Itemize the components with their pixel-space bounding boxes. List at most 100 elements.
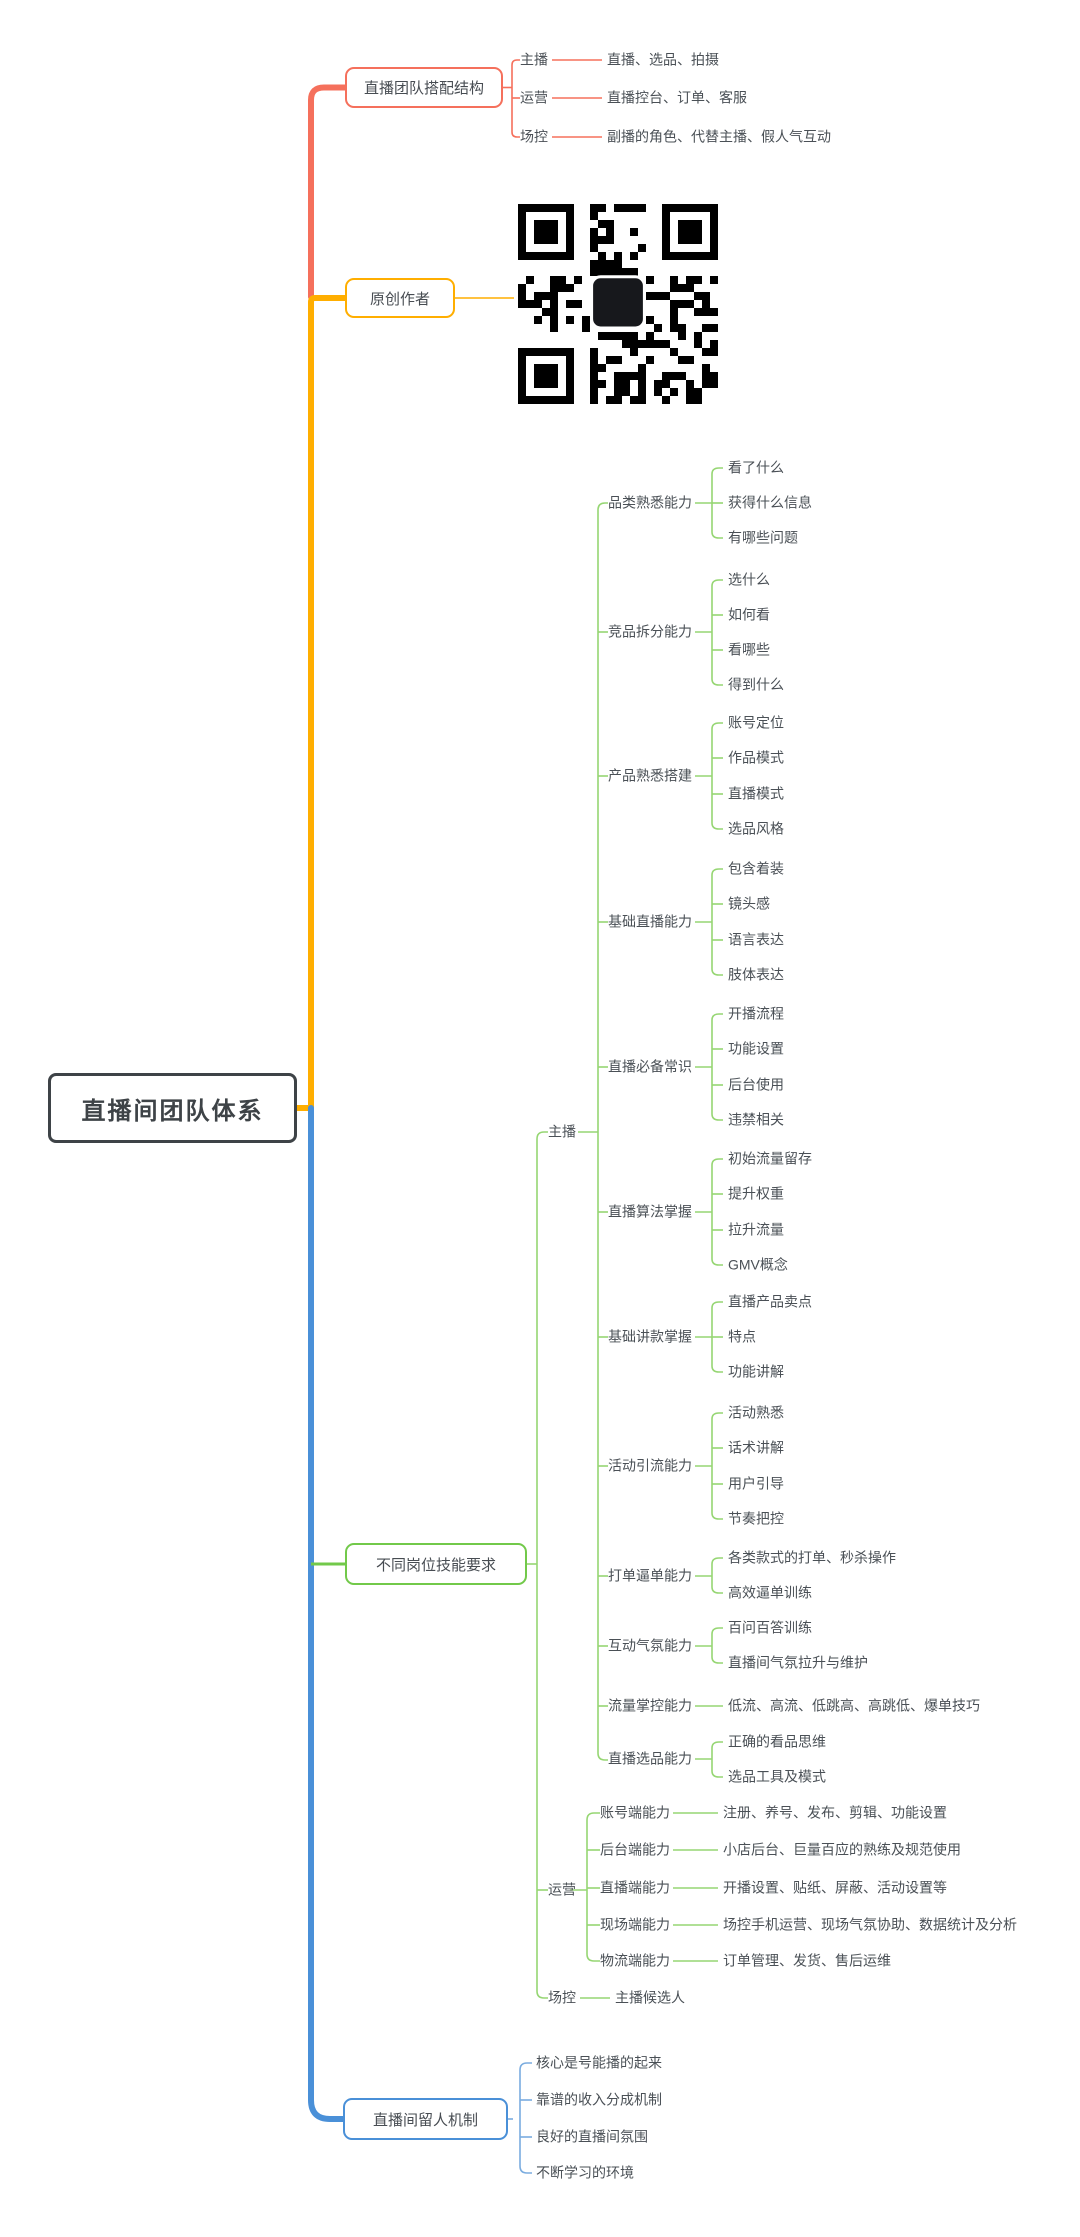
ability-node[interactable]: 后台端能力	[600, 1841, 670, 1858]
leaf-node[interactable]: 直播模式	[728, 785, 784, 802]
leaf-node[interactable]: 正确的看品思维	[728, 1733, 826, 1750]
leaf-node[interactable]: 选品风格	[728, 820, 784, 837]
team-role-node[interactable]: 主播	[520, 51, 548, 68]
leaf-node[interactable]: 账号定位	[728, 714, 784, 731]
team-desc-leaf[interactable]: 直播控台、订单、客服	[607, 89, 747, 106]
leaf-node[interactable]: 话术讲解	[728, 1439, 784, 1456]
leaf-node[interactable]: 违禁相关	[728, 1111, 784, 1128]
author-label: 原创作者	[369, 290, 430, 308]
leaf-node[interactable]: 用户引导	[728, 1475, 784, 1492]
leaf-node[interactable]: 功能讲解	[728, 1363, 784, 1380]
team-role-node[interactable]: 运营	[520, 89, 548, 106]
root-label: 直播间团队体系	[81, 1097, 264, 1125]
generated-connector-lines	[673, 467, 723, 1962]
team-role-node[interactable]: 场控	[520, 128, 548, 145]
ability-node[interactable]: 基础讲款掌握	[608, 1328, 692, 1345]
leaf-node[interactable]: 有哪些问题	[728, 529, 798, 546]
author-node[interactable]: 原创作者	[345, 278, 455, 318]
leaf-node[interactable]: 各类款式的打单、秒杀操作	[728, 1549, 896, 1566]
leaf-node[interactable]: 百问百答训练	[728, 1619, 812, 1636]
leaf-node[interactable]: 语言表达	[728, 931, 784, 948]
leaf-node[interactable]: 肢体表达	[728, 966, 784, 983]
skills-branch-lines	[527, 502, 610, 1999]
ability-node[interactable]: 账号端能力	[600, 1804, 670, 1821]
leaf-node[interactable]: 如何看	[728, 606, 770, 623]
leaf-node[interactable]: 靠谱的收入分成机制	[536, 2091, 662, 2108]
ability-node[interactable]: 产品熟悉搭建	[608, 767, 692, 784]
leaf-node[interactable]: 得到什么	[728, 676, 784, 693]
team-structure-label: 直播团队搭配结构	[363, 80, 484, 97]
root-node[interactable]: 直播间团队体系	[48, 1073, 297, 1143]
ability-node[interactable]: 直播端能力	[600, 1879, 670, 1896]
leaf-node[interactable]: 直播产品卖点	[728, 1293, 812, 1310]
leaf-node[interactable]: 特点	[728, 1328, 756, 1345]
operation-role-node[interactable]: 运营	[548, 1881, 576, 1898]
leaf-node[interactable]: GMV概念	[728, 1256, 788, 1273]
leaf-node[interactable]: 开播流程	[728, 1005, 784, 1022]
retention-branch-lines	[508, 2062, 532, 2174]
ability-node[interactable]: 品类熟悉能力	[608, 494, 692, 511]
connector	[711, 1013, 723, 1121]
leaf-node[interactable]: 选品工具及模式	[728, 1768, 826, 1785]
ability-node[interactable]: 直播选品能力	[608, 1750, 692, 1767]
skills-node[interactable]: 不同岗位技能要求	[345, 1543, 527, 1585]
connector	[711, 1158, 723, 1266]
ability-node[interactable]: 流量掌控能力	[608, 1697, 692, 1714]
leaf-node[interactable]: 直播间气氛拉升与维护	[728, 1654, 868, 1671]
ability-node[interactable]: 打单逼单能力	[608, 1567, 692, 1584]
leaf-node[interactable]: 核心是号能播的起来	[536, 2054, 662, 2071]
ability-node[interactable]: 基础直播能力	[608, 913, 692, 930]
leaf-node[interactable]: 初始流量留存	[728, 1150, 812, 1167]
leaf-node[interactable]: 开播设置、贴纸、屏蔽、活动设置等	[723, 1879, 947, 1896]
leaf-node[interactable]: 良好的直播间氛围	[536, 2128, 648, 2145]
ability-node[interactable]: 竞品拆分能力	[608, 623, 692, 640]
stage-control-role-node[interactable]: 场控	[548, 1989, 576, 2006]
leaf-node[interactable]: 选什么	[728, 571, 770, 588]
connector	[711, 1412, 723, 1520]
leaf-node[interactable]: 提升权重	[728, 1185, 784, 1202]
ability-node[interactable]: 直播必备常识	[608, 1058, 692, 1075]
connector	[711, 579, 723, 686]
leaf-node[interactable]: 获得什么信息	[728, 494, 812, 511]
leaf-node[interactable]: 订单管理、发货、售后运维	[723, 1952, 891, 1969]
leaf-node[interactable]: 小店后台、巨量百应的熟练及规范使用	[723, 1841, 961, 1858]
leaf-node[interactable]: 后台使用	[728, 1076, 784, 1093]
ability-node[interactable]: 物流端能力	[600, 1952, 670, 1969]
team-desc-leaf[interactable]: 直播、选品、拍摄	[607, 51, 719, 68]
trunk-blue	[308, 1105, 347, 2122]
team-branch-lines	[503, 59, 602, 138]
leaf-node[interactable]: 看哪些	[728, 641, 770, 658]
leaf-node[interactable]: 作品模式	[728, 749, 784, 766]
leaf-node[interactable]: 拉升流量	[728, 1221, 784, 1238]
team-structure-node[interactable]: 直播团队搭配结构	[345, 67, 503, 108]
leaf-node[interactable]: 节奏把控	[728, 1510, 784, 1527]
skills-label: 不同岗位技能要求	[375, 1556, 496, 1574]
leaf-node[interactable]: 包含着装	[728, 860, 784, 877]
ability-node[interactable]: 互动气氛能力	[608, 1637, 692, 1654]
ability-node[interactable]: 现场端能力	[600, 1916, 670, 1933]
leaf-node[interactable]: 活动熟悉	[728, 1404, 784, 1421]
trunk-red	[308, 84, 348, 300]
connector	[711, 722, 723, 830]
leaf-node[interactable]: 功能设置	[728, 1040, 784, 1057]
connector	[711, 868, 723, 976]
trunk-orange	[294, 295, 348, 1111]
retention-node[interactable]: 直播间留人机制	[343, 2098, 508, 2140]
ability-node[interactable]: 活动引流能力	[608, 1457, 692, 1474]
leaf-node[interactable]: 注册、养号、发布、剪辑、功能设置	[723, 1804, 947, 1821]
leaf-node[interactable]: 不断学习的环境	[536, 2164, 634, 2181]
leaf-node[interactable]: 场控手机运营、现场气氛协助、数据统计及分析	[723, 1916, 1017, 1933]
leaf-node[interactable]: 看了什么	[728, 459, 784, 476]
team-desc-leaf[interactable]: 副播的角色、代替主播、假人气互动	[607, 128, 831, 145]
leaf-node[interactable]: 镜头感	[728, 895, 770, 912]
leaf-node[interactable]: 高效逼单训练	[728, 1584, 812, 1601]
connector	[711, 1627, 723, 1664]
anchor-role-node[interactable]: 主播	[548, 1123, 576, 1140]
ability-node[interactable]: 直播算法掌握	[608, 1203, 692, 1220]
leaf-node[interactable]: 低流、高流、低跳高、高跳低、爆单技巧	[728, 1697, 980, 1714]
connector	[711, 1557, 723, 1594]
stage-control-leaf-node[interactable]: 主播候选人	[615, 1989, 685, 2006]
qr-code-image[interactable]	[518, 204, 718, 404]
